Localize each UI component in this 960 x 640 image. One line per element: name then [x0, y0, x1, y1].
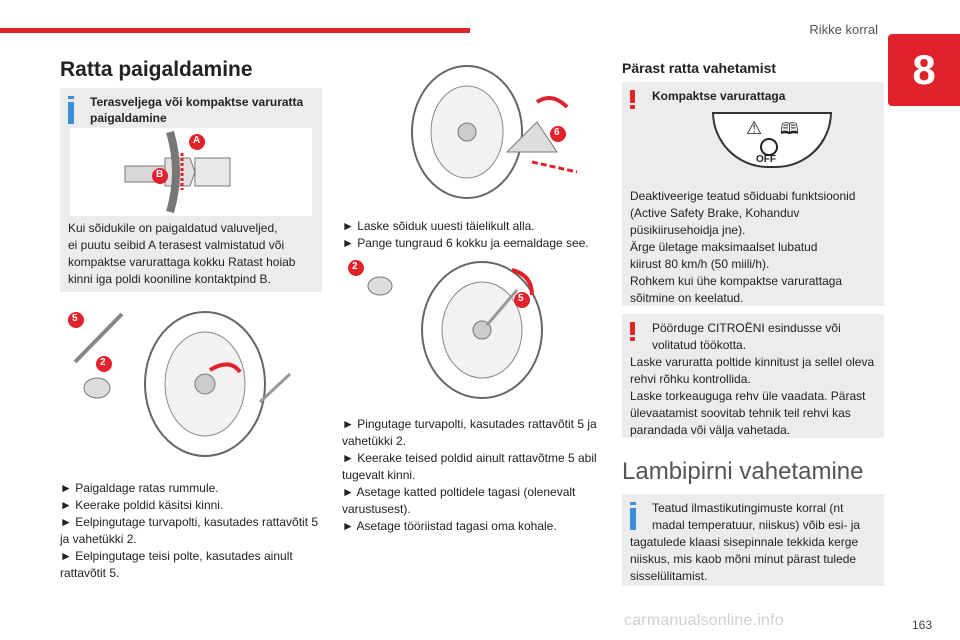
- alert-triangle-icon: ⚠: [746, 118, 763, 138]
- bulb-change-title: Lambipirni vahetamine: [622, 458, 864, 485]
- watermark: carmanualsonline.info: [624, 612, 784, 629]
- info-line: sisselülitamist.: [630, 569, 708, 583]
- warn2-line: Laske torkeauguga rehv üle vaadata. Pära…: [630, 389, 866, 403]
- info-box-steel-wheel: Terasveljega või kompaktse varuratta pai…: [60, 88, 322, 292]
- asb-icon: [760, 138, 778, 156]
- chapter-badge: 8: [888, 34, 960, 106]
- warn-line: Rohkem kui ühe kompaktse varurattaga: [630, 274, 843, 288]
- warn-line: Deaktiveerige teatud sõiduabi funktsioon…: [630, 189, 856, 203]
- step: ► Asetage tööriistad tagasi oma kohale.: [342, 519, 557, 533]
- info-line: madal temperatuur, niiskus) võib esi- ja: [652, 518, 861, 532]
- warning-box-dealer: Pöörduge CITROËNI esindusse või volitatu…: [622, 314, 884, 438]
- manual-book-icon: 🕮: [780, 121, 799, 138]
- step: rattavõtit 5.: [60, 566, 120, 580]
- bolt-illustration: A B: [70, 128, 312, 216]
- warn-line: (Active Safety Brake, Kohanduv: [630, 206, 800, 220]
- step: tugevalt kinni.: [342, 468, 416, 482]
- label-5-mid: 5: [518, 293, 524, 304]
- label-2: 2: [100, 357, 106, 368]
- step: varustusest).: [342, 502, 411, 516]
- info-box-title: Terasveljega või kompaktse varuratta pai…: [90, 95, 304, 125]
- warn2-line: Laske varuratta poltide kinnitust ja sel…: [630, 355, 875, 369]
- header-accent-bar: [0, 28, 470, 33]
- warning-box-dealer-text: Pöörduge CITROËNI esindusse või volitatu…: [630, 320, 880, 439]
- info-line: kinni iga poldi kooniline kontaktpind B.: [68, 272, 271, 286]
- info-line: Kui sõidukile on paigaldatud valuveljed,: [68, 221, 278, 235]
- jack-removal-illustration: 6: [342, 52, 604, 202]
- info-line: ei puutu seibid A terasest valmistatud v…: [68, 238, 285, 252]
- label-5: 5: [72, 313, 78, 324]
- tightening-steps: ► Pingutage turvapolti, kasutades rattav…: [342, 416, 612, 535]
- warning-icon: [630, 90, 636, 109]
- label-a: A: [193, 135, 201, 146]
- info-line: tagatulede klaasi sisepinnale tekkida ke…: [630, 535, 859, 549]
- warn2-line: parandada või välja vahetada.: [630, 423, 791, 437]
- warn-line: Ärge ületage maksimaalset lubatud: [630, 240, 818, 254]
- dashboard-indicator: ⚠ 🕮 OFF: [712, 112, 832, 168]
- wheel-bolt-tightening-illustration: 5 2: [60, 302, 322, 462]
- info-box-condensation-text: Teatud ilmastikutingimuste korral (nt ma…: [630, 500, 880, 585]
- label-6: 6: [554, 127, 560, 138]
- lower-vehicle-steps: ► Laske sõiduk uuesti täielikult alla. ►…: [342, 218, 612, 252]
- step: ► Pingutage turvapolti, kasutades rattav…: [342, 417, 597, 431]
- warn-line: sõitmine on keelatud.: [630, 291, 744, 305]
- final-wheel-drawing: [348, 260, 543, 399]
- bolt-drawing: [124, 130, 231, 214]
- warn2-line: ülevaatamist soovitab tehnik teil rehvi …: [630, 406, 851, 420]
- jack-drawing: [411, 65, 578, 199]
- off-label: OFF: [756, 154, 776, 165]
- warn2-line: Pöörduge CITROËNI esindusse või: [652, 321, 841, 335]
- wheel-drawing: [68, 311, 292, 457]
- warn-line: kiirust 80 km/h (50 miili/h).: [630, 257, 770, 271]
- warn-line: püsikiirusehoidja jne).: [630, 223, 746, 237]
- info-line: Teatud ilmastikutingimuste korral (nt: [652, 501, 844, 515]
- step: ja vahetükki 2.: [60, 532, 137, 546]
- after-change-title: Pärast ratta vahetamist: [622, 60, 777, 76]
- warning-box-text: Deaktiveerige teatud sõiduabi funktsioon…: [630, 188, 880, 307]
- step: ► Eelpingutage teisi polte, kasutades ai…: [60, 549, 293, 563]
- info-line: niiskus, mis kaob mõni minut pärast tule…: [630, 552, 857, 566]
- step: ► Pange tungraud 6 kokku ja eemaldage se…: [342, 236, 589, 250]
- install-steps: ► Paigaldage ratas rummule. ► Keerake po…: [60, 480, 330, 582]
- page-title: Ratta paigaldamine: [60, 58, 253, 81]
- step: ► Keerake poldid käsitsi kinni.: [60, 498, 224, 512]
- info-box-text: Kui sõidukile on paigaldatud valuveljed,…: [68, 220, 318, 288]
- label-b: B: [156, 169, 164, 180]
- final-tightening-illustration: 2 5: [342, 250, 604, 400]
- warning-icon: [630, 322, 636, 341]
- warn2-line: volitatud töökotta.: [652, 338, 747, 352]
- warning-box-title: Kompaktse varurattaga: [652, 89, 786, 103]
- info-box-condensation: Teatud ilmastikutingimuste korral (nt ma…: [622, 494, 884, 586]
- step: ► Paigaldage ratas rummule.: [60, 481, 219, 495]
- page-number: 163: [911, 618, 932, 632]
- step: ► Eelpingutage turvapolti, kasutades rat…: [60, 515, 319, 529]
- step: ► Asetage katted poltidele tagasi (olene…: [342, 485, 576, 499]
- warn2-line: rehvi rõhku kontrollida.: [630, 372, 751, 386]
- warning-box-compact-spare: Kompaktse varurattaga ⚠ 🕮 OFF Deaktiveer…: [622, 82, 884, 306]
- info-icon: [68, 96, 74, 124]
- step: ► Keerake teised poldid ainult rattavõtm…: [342, 451, 597, 465]
- step: vahetükki 2.: [342, 434, 407, 448]
- section-title: Rikke korral: [809, 22, 878, 37]
- step: ► Laske sõiduk uuesti täielikult alla.: [342, 219, 535, 233]
- info-line: kompaktse varurattaga kokku Ratast hoiab: [68, 255, 296, 269]
- info-icon: [630, 502, 636, 530]
- label-2-mid: 2: [352, 261, 358, 272]
